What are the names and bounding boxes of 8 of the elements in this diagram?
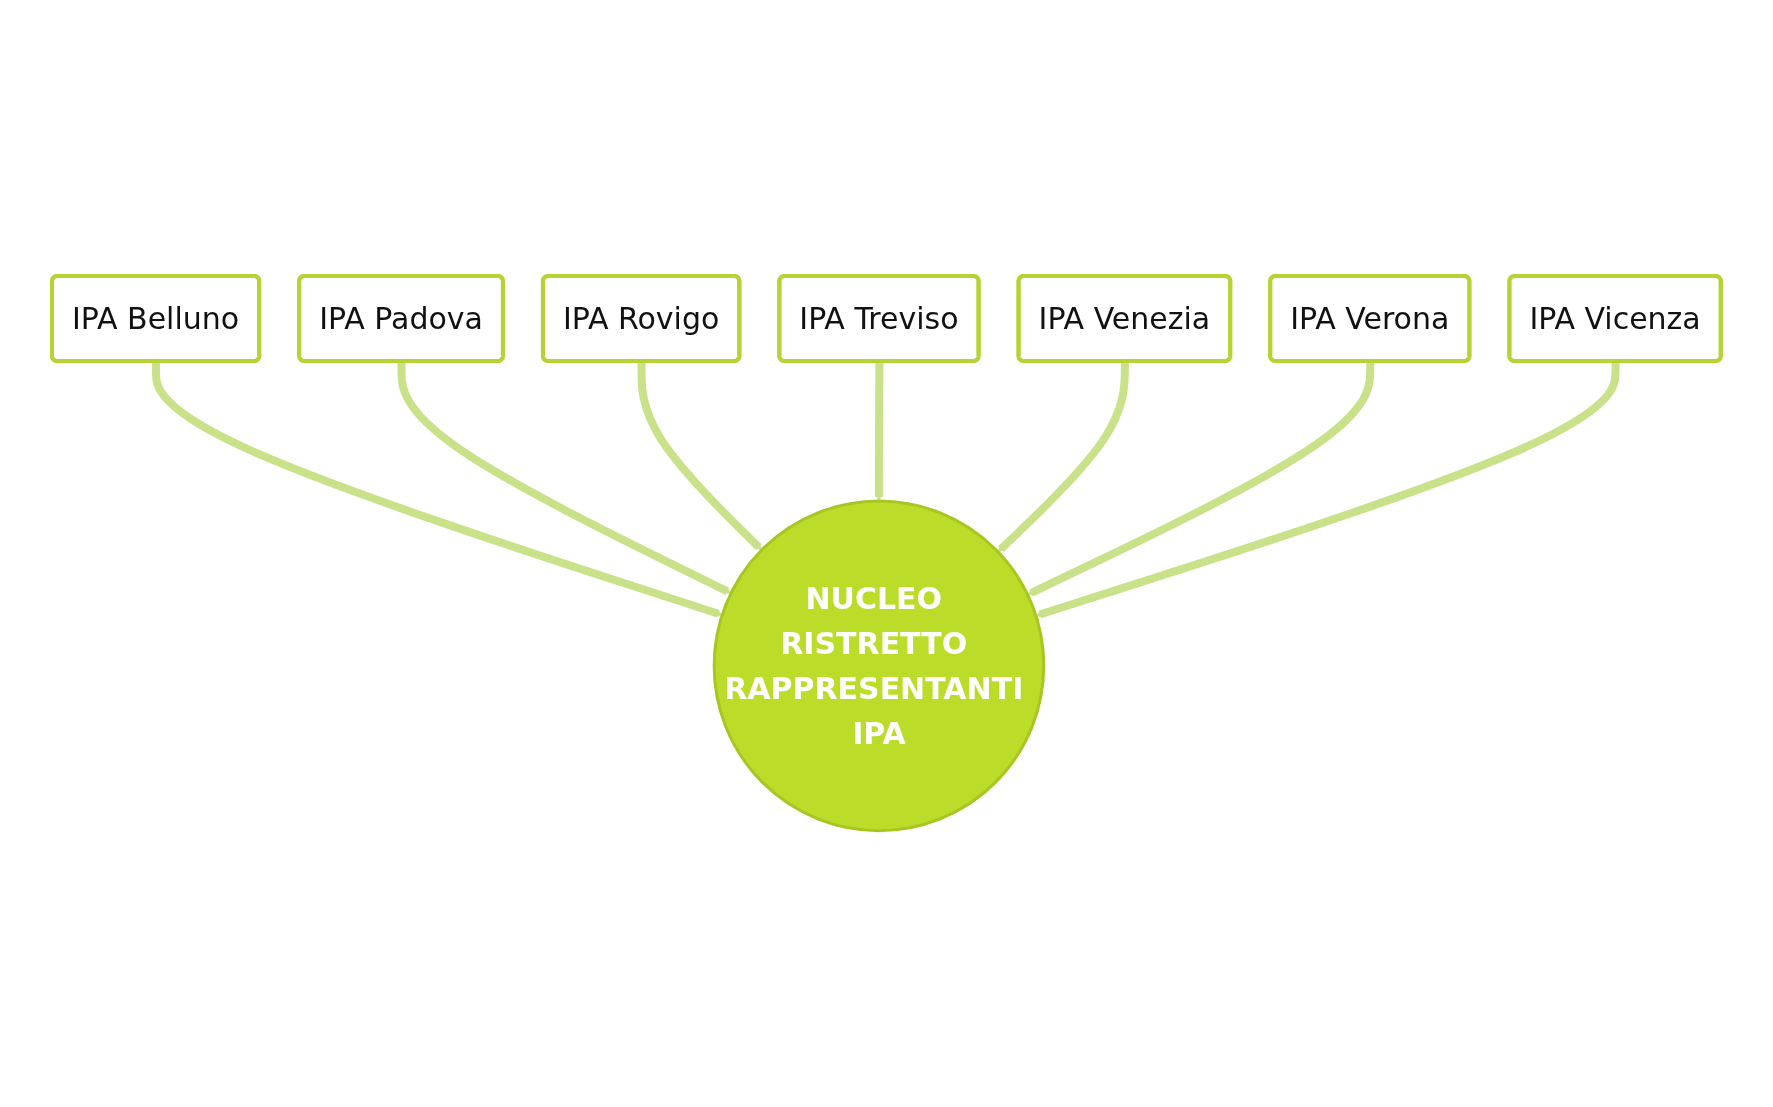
node-circle: NUCLEO RISTRETTO RAPPRESENTANTI IPA [712,499,1046,833]
arrow [874,361,884,502]
arrow [397,361,732,596]
arrow [1035,361,1620,619]
arrow [152,361,723,618]
arrow [997,361,1129,553]
arrow [637,361,763,551]
arrow [1027,361,1375,597]
